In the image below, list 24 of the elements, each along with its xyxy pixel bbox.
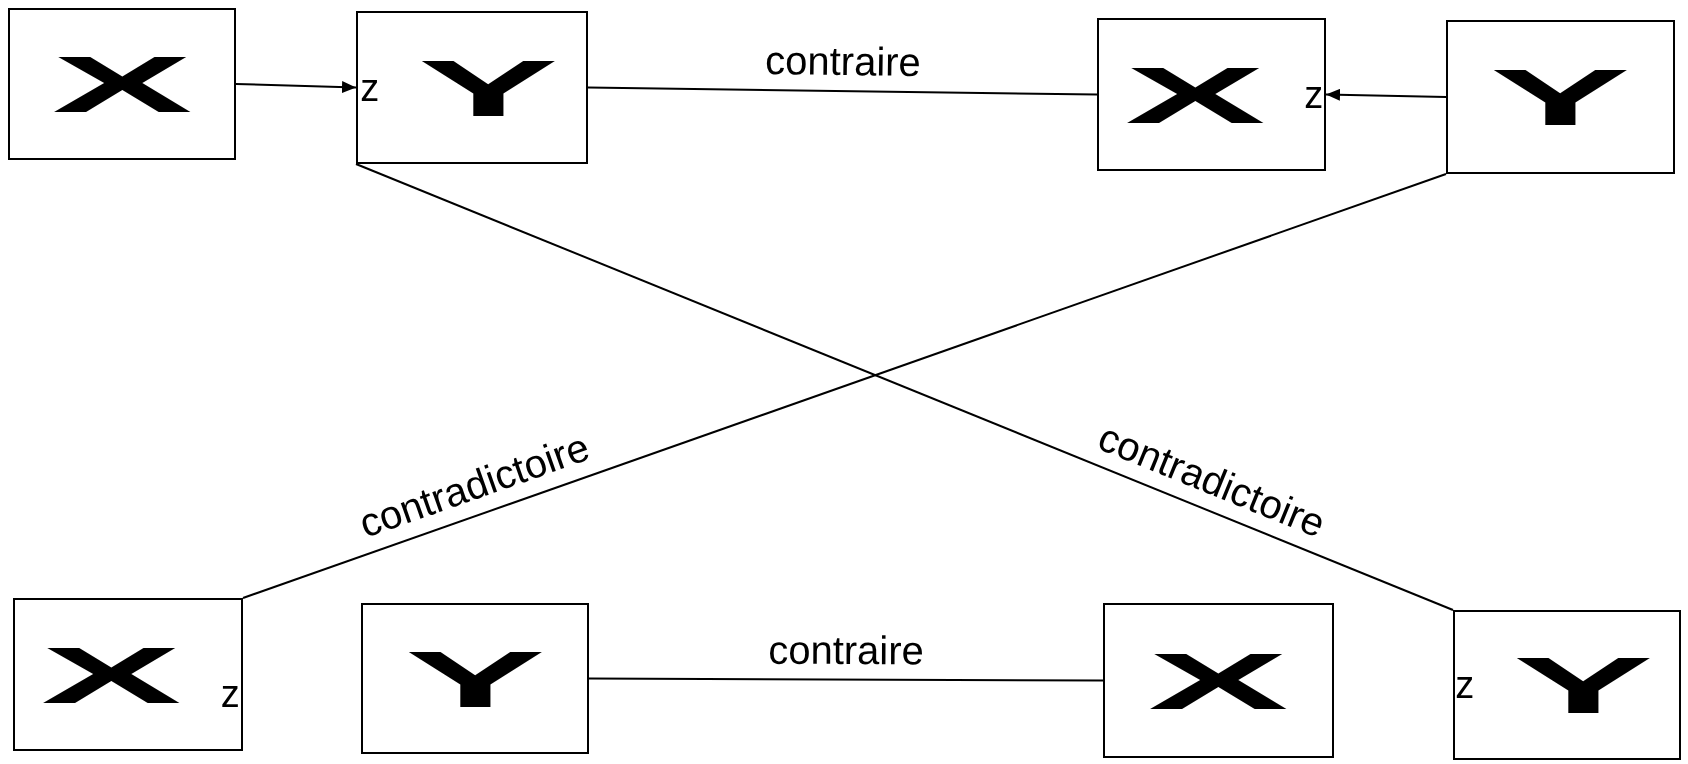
letter-box [13, 598, 243, 751]
letter-label: z [1304, 75, 1324, 114]
letter-box [361, 603, 589, 754]
letter-box [1097, 18, 1326, 171]
connector-line [588, 677, 1104, 682]
large-letter: Y [404, 638, 546, 719]
letter-box [356, 11, 588, 164]
letter-box [1103, 603, 1334, 758]
letter-label: z [1455, 666, 1475, 704]
large-letter: Y [1490, 57, 1631, 137]
arrow [235, 81, 357, 94]
large-letter: X [41, 634, 182, 715]
large-letter: X [1148, 640, 1289, 721]
large-letter: X [51, 44, 193, 124]
large-letter: Y [1513, 645, 1654, 725]
large-letter: Y [418, 47, 559, 128]
letter-box [1446, 20, 1675, 174]
arrow [1325, 88, 1447, 101]
letter-box [1453, 610, 1681, 760]
letter-label: z [360, 68, 380, 107]
letter-label: z [220, 675, 240, 713]
letter-box [8, 8, 236, 160]
connector-line [587, 86, 1098, 96]
large-letter: X [1124, 54, 1266, 135]
